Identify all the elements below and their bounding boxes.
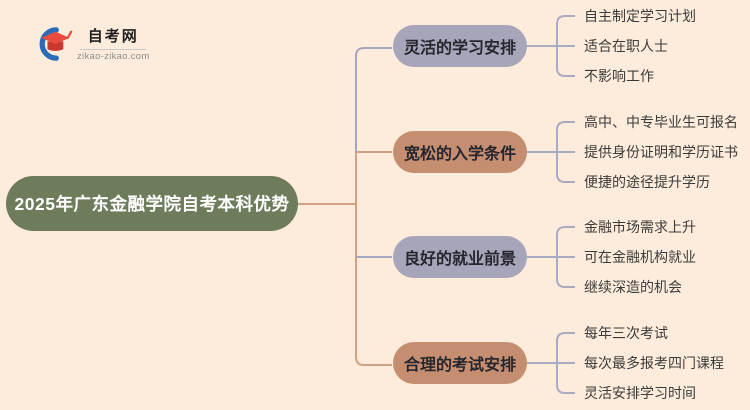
branch-node-employment-prospects[interactable]: 良好的就业前景 bbox=[393, 236, 527, 278]
branch-node-exam-schedule[interactable]: 合理的考试安排 bbox=[393, 342, 527, 384]
leaf-node[interactable]: 灵活安排学习时间 bbox=[584, 385, 696, 401]
leaf-node[interactable]: 不影响工作 bbox=[584, 68, 654, 84]
site-name: 自考网 bbox=[87, 27, 139, 45]
leaf-node[interactable]: 提供身份证明和学历证书 bbox=[584, 144, 738, 160]
leaf-node[interactable]: 每次最多报考四门课程 bbox=[584, 355, 724, 371]
leaf-node[interactable]: 可在金融机构就业 bbox=[584, 249, 696, 265]
mindmap-root-node[interactable]: 2025年广东金融学院自考本科优势 bbox=[6, 176, 298, 231]
leaf-node[interactable]: 每年三次考试 bbox=[584, 325, 668, 341]
leaf-node[interactable]: 适合在职人士 bbox=[584, 38, 668, 54]
leaf-node[interactable]: 金融市场需求上升 bbox=[584, 219, 696, 235]
leaf-node[interactable]: 自主制定学习计划 bbox=[584, 8, 696, 24]
site-logo: 自考网 zikao-zikao.com bbox=[29, 21, 150, 67]
logo-divider bbox=[80, 48, 147, 50]
site-domain: zikao-zikao.com bbox=[77, 50, 150, 62]
graduation-cap-icon bbox=[39, 27, 73, 61]
leaf-node[interactable]: 便捷的途径提升学历 bbox=[584, 174, 710, 190]
branch-node-relaxed-admission[interactable]: 宽松的入学条件 bbox=[393, 131, 527, 173]
leaf-node[interactable]: 高中、中专毕业生可报名 bbox=[584, 114, 738, 130]
branch-node-flexible-study[interactable]: 灵活的学习安排 bbox=[393, 25, 527, 67]
leaf-node[interactable]: 继续深造的机会 bbox=[584, 279, 682, 295]
